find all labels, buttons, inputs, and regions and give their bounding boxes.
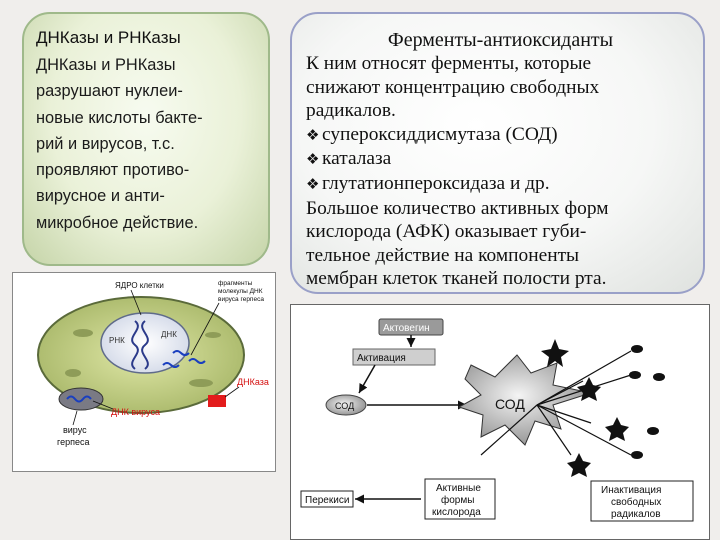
diamond-bullet-icon: ❖ xyxy=(306,174,320,193)
herpes-virus xyxy=(58,387,104,411)
dnase-card-line: разрушают нуклеи- xyxy=(36,82,183,101)
dnase-card-line: рий и вирусов, т.с. xyxy=(36,134,175,153)
ray xyxy=(536,350,632,406)
antioxidant-line: радикалов. xyxy=(306,100,396,122)
radical-star xyxy=(567,453,591,477)
sod-small-label: СОД xyxy=(335,401,354,411)
dnase-card-title: ДНКазы и РНКазы xyxy=(36,28,181,47)
radical-dot xyxy=(629,371,641,379)
radical-dot xyxy=(631,451,643,459)
dnase-card-line: новые кислоты бакте- xyxy=(36,108,203,127)
dnkaza-pointer xyxy=(224,386,240,398)
rnk-label: РНК xyxy=(109,336,125,345)
sod-big-star xyxy=(457,354,593,446)
viral-dna-fragment xyxy=(172,350,190,356)
afk-label: кислорода xyxy=(432,507,481,518)
antioxidant-bullet-item: ❖супероксиддисмутаза (СОД) xyxy=(306,123,695,148)
ray xyxy=(536,404,632,456)
fragments-pointer xyxy=(190,302,220,356)
activation-label: Активация xyxy=(357,353,406,364)
dnase-card-line: ДНКазы и РНКазы xyxy=(36,56,176,74)
nucleus-pointer xyxy=(130,289,142,316)
antioxidant-bullet-item: ❖каталаза xyxy=(306,147,695,172)
virus-label: герпеса xyxy=(57,437,89,447)
diamond-bullet-icon: ❖ xyxy=(306,125,320,144)
antioxidant-line: Большое количество активных форм xyxy=(306,197,609,219)
radical-dot xyxy=(653,373,665,381)
antioxidant-line: тельное действие на компоненты xyxy=(306,244,580,266)
ray xyxy=(480,404,538,456)
dnase-card-line: вирусное и анти- xyxy=(36,187,165,206)
dnase-card-line: микробное действие. xyxy=(36,213,199,232)
viral-dna-fragment xyxy=(162,362,180,368)
diamond-bullet-icon: ❖ xyxy=(306,150,320,169)
dnkaza-block xyxy=(208,395,226,407)
fragments-label: молекулы ДНК xyxy=(218,288,263,295)
antioxidant-line: мембран клеток тканей полости рта. xyxy=(306,268,607,290)
antioxidant-line: кислорода (АФК) оказывает губи- xyxy=(306,221,587,243)
antioxidant-text: К ним относят ферменты, которые снижают … xyxy=(306,52,695,291)
sod-scheme: Актовегин Активация СОД СОД Переки xyxy=(290,304,710,540)
sod-small-oval xyxy=(325,394,367,416)
virus-dna-label: ДНК вируса xyxy=(111,407,160,417)
inactivation-label: свободных xyxy=(611,496,661,508)
virus-dna xyxy=(66,395,92,403)
inactivation-box xyxy=(590,480,694,522)
actovegin-label: Актовегин xyxy=(383,323,430,334)
afk-label: формы xyxy=(441,494,474,506)
fragments-label: фрагменты xyxy=(218,280,253,287)
organelle xyxy=(73,329,93,337)
antioxidant-card-title: Ферменты-антиоксиданты xyxy=(387,29,614,51)
radical-dot xyxy=(631,345,643,353)
viral-dna-fragment xyxy=(188,358,206,364)
inactivation-label: Инактивация xyxy=(601,485,661,496)
virus-label: вирус xyxy=(63,425,87,435)
peroxides-box xyxy=(300,490,354,508)
antioxidant-line: К ним относят ферменты, которые xyxy=(306,53,592,74)
virus-dna-pointer xyxy=(92,400,114,410)
ray xyxy=(536,404,572,456)
afk-box xyxy=(424,478,496,520)
dnkaza-label: ДНКаза xyxy=(237,377,269,387)
cell-diagram: РНК ДНК ЯДРО клетки фрагменты молекулы Д… xyxy=(12,272,276,472)
sod-big-label: СОД xyxy=(495,396,525,412)
radical-dot xyxy=(647,427,659,435)
dnase-card: ДНКазы и РНКазы ДНКазы и РНКазы разрушаю… xyxy=(22,12,270,266)
activation-arrow xyxy=(358,364,376,394)
radical-star xyxy=(541,339,569,367)
antioxidant-bullet-item: ❖глутатионпероксидаза и др. xyxy=(306,172,695,197)
cell-nucleus xyxy=(100,312,190,374)
radical-star xyxy=(577,377,601,401)
organelle xyxy=(205,332,221,338)
inactivation-label: радикалов xyxy=(611,509,661,520)
afk-label: Активные xyxy=(436,483,481,494)
fragments-label: вируса герпеса xyxy=(218,296,264,303)
nucleus-label: ЯДРО клетки xyxy=(115,281,164,290)
peroxides-label: Перекиси xyxy=(305,495,349,506)
antioxidant-line: снижают концентрацию свободных xyxy=(306,76,600,98)
ray xyxy=(536,404,592,424)
dnase-card-line: проявляют противо- xyxy=(36,161,190,180)
dnk-label: ДНК xyxy=(161,330,177,339)
radical-star xyxy=(605,417,629,441)
dna-helix xyxy=(131,320,139,370)
antioxidant-card: Ферменты-антиоксиданты К ним относят фер… xyxy=(290,12,705,294)
dna-helix xyxy=(141,320,149,370)
organelle xyxy=(65,369,81,377)
organelle xyxy=(189,379,213,387)
ray xyxy=(536,380,584,406)
virus-pointer xyxy=(72,410,78,426)
activation-box xyxy=(352,348,436,366)
